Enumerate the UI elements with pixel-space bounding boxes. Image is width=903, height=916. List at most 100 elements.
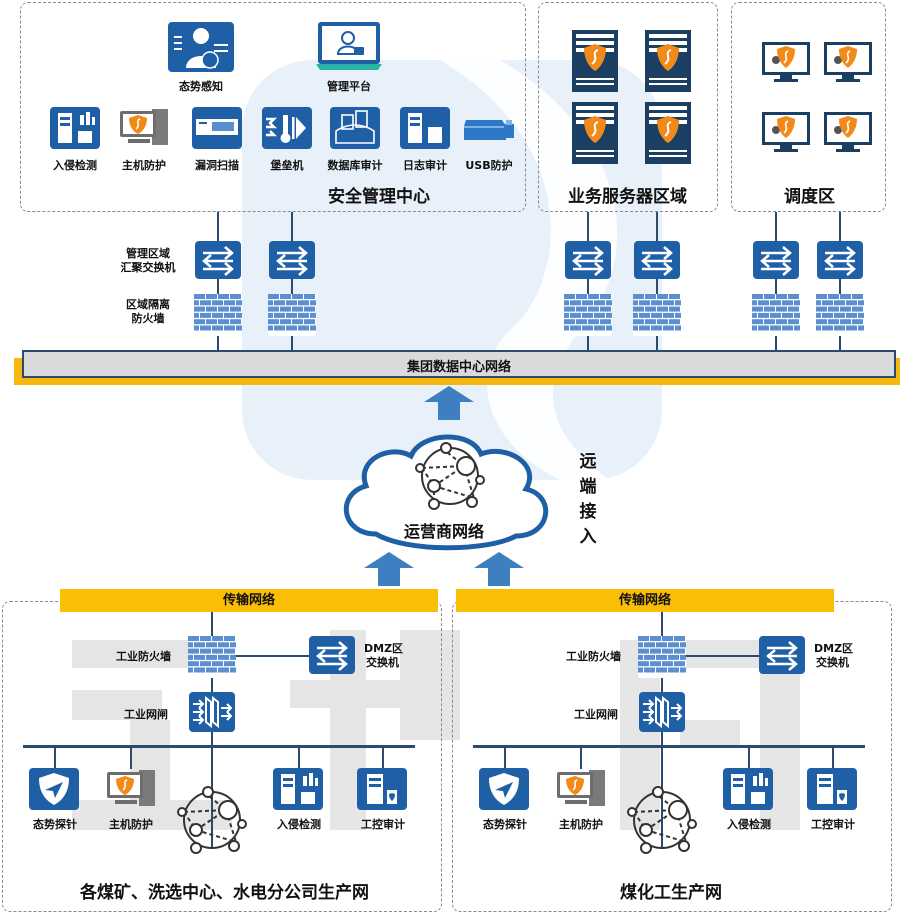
- management-platform-node[interactable]: [316, 22, 382, 72]
- aggregation-switch[interactable]: [753, 241, 799, 283]
- vulnerability-scan-node[interactable]: [192, 107, 242, 149]
- aggregation-switch[interactable]: [195, 241, 241, 283]
- management-platform-icon: [316, 22, 382, 70]
- endpoint-ics-audit[interactable]: [807, 768, 857, 814]
- security-management-zone: [20, 2, 526, 212]
- host-protection-icon: [107, 770, 155, 806]
- business-server-zone: [538, 2, 718, 212]
- network-topology-icon: [627, 786, 697, 854]
- intrusion-detection-icon: [273, 768, 323, 810]
- business-server[interactable]: [572, 102, 618, 168]
- industrial-gateway[interactable]: [639, 692, 685, 736]
- dispatch-workstation[interactable]: [762, 112, 810, 158]
- aggregation-switch[interactable]: [634, 241, 680, 283]
- industrial-firewall[interactable]: [638, 636, 686, 678]
- zone-firewall[interactable]: [816, 294, 864, 336]
- endpoint-situation-probe[interactable]: [29, 768, 79, 814]
- zone-firewall[interactable]: [633, 294, 681, 336]
- production-right-title: 煤化工生产网: [620, 883, 722, 903]
- business-server[interactable]: [645, 102, 691, 168]
- bastion-host-node[interactable]: [262, 107, 312, 149]
- situational-awareness-node[interactable]: [168, 22, 234, 72]
- endpoint-label: 态势探针: [483, 818, 527, 831]
- up-arrow-right: [474, 552, 524, 586]
- database-audit-icon: [330, 107, 380, 149]
- dispatch-workstation[interactable]: [824, 42, 872, 88]
- switch-icon: [309, 636, 355, 674]
- protected-workstation-icon: [762, 112, 810, 152]
- dmz-switch[interactable]: [309, 636, 355, 678]
- intrusion-detection-node[interactable]: [50, 107, 100, 149]
- endpoint-intrusion-detection[interactable]: [723, 768, 773, 814]
- dispatch-workstation[interactable]: [762, 42, 810, 88]
- bastion-host-label: 堡垒机: [270, 159, 304, 172]
- dispatch-workstation[interactable]: [824, 112, 872, 158]
- endpoint-host-protection[interactable]: [105, 768, 157, 814]
- transport-network-bar-left[interactable]: 传输网络: [60, 589, 438, 612]
- endpoint-label: 入侵检测: [727, 818, 771, 831]
- aggregation-switch[interactable]: [817, 241, 863, 283]
- endpoint-host-protection[interactable]: [555, 768, 607, 814]
- endpoint-situation-probe[interactable]: [479, 768, 529, 814]
- database-audit-node[interactable]: [330, 107, 380, 149]
- endpoint-drop: [382, 747, 384, 769]
- dmz-switch-label: DMZ区交换机: [814, 642, 854, 669]
- usb-protection-icon: [464, 120, 514, 140]
- host-protection-label: 主机防护: [122, 159, 166, 172]
- intrusion-detection-label: 入侵检测: [53, 159, 97, 172]
- endpoint-label: 主机防护: [559, 818, 603, 831]
- datacenter-network-bar[interactable]: 集团数据中心网络: [22, 350, 896, 378]
- zone-firewall[interactable]: [564, 294, 612, 336]
- zone-firewall-label: 区域隔离 防火墙: [126, 298, 170, 325]
- production-network-topology[interactable]: [174, 784, 250, 860]
- switch-icon: [565, 241, 611, 279]
- industrial-firewall-label: 工业防火墙: [116, 650, 171, 663]
- host-protection-node[interactable]: [118, 107, 170, 149]
- uplink-line: [775, 212, 777, 352]
- network-gateway-icon: [639, 692, 685, 732]
- endpoint-label: 主机防护: [109, 818, 153, 831]
- endpoint-intrusion-detection[interactable]: [273, 768, 323, 814]
- firewall-icon: [633, 294, 681, 331]
- switch-icon: [195, 241, 241, 279]
- situation-probe-icon: [29, 768, 79, 810]
- usb-protection-node[interactable]: [462, 112, 516, 146]
- aggregation-switch[interactable]: [269, 241, 315, 283]
- vulnerability-scan-label: 漏洞扫描: [195, 159, 239, 172]
- firewall-icon: [194, 294, 242, 331]
- host-protection-icon: [120, 109, 168, 145]
- remote-access-label: 远 端 接 入: [579, 452, 597, 547]
- industrial-gateway-label: 工业网闸: [124, 708, 168, 721]
- transport-network-bar-right[interactable]: 传输网络: [456, 589, 834, 612]
- protected-server-icon: [572, 102, 618, 164]
- industrial-gateway[interactable]: [189, 692, 235, 736]
- production-left-title: 各煤矿、洗选中心、水电分公司生产网: [80, 883, 369, 903]
- security-management-title: 安全管理中心: [328, 187, 430, 207]
- zone-firewall[interactable]: [268, 294, 316, 336]
- dmz-link: [236, 655, 310, 657]
- protected-server-icon: [645, 102, 691, 164]
- carrier-network-label: 运营商网络: [404, 522, 485, 541]
- business-server[interactable]: [645, 30, 691, 96]
- endpoint-label: 工控审计: [361, 818, 405, 831]
- endpoint-label: 工控审计: [811, 818, 855, 831]
- business-server[interactable]: [572, 30, 618, 96]
- aggregation-switch[interactable]: [565, 241, 611, 283]
- zone-firewall[interactable]: [752, 294, 800, 336]
- log-audit-node[interactable]: [400, 107, 450, 149]
- up-arrow-left: [364, 552, 414, 586]
- production-network-topology[interactable]: [624, 784, 700, 860]
- vulnerability-scan-icon: [192, 107, 242, 149]
- industrial-firewall[interactable]: [188, 636, 236, 678]
- carrier-cloud-icon[interactable]: [336, 424, 556, 554]
- production-bus: [23, 745, 415, 748]
- switch-icon: [634, 241, 680, 279]
- zone-firewall[interactable]: [194, 294, 242, 336]
- host-protection-icon: [557, 770, 605, 806]
- situational-awareness-label: 态势感知: [179, 80, 223, 93]
- dmz-switch[interactable]: [759, 636, 805, 678]
- endpoint-ics-audit[interactable]: [357, 768, 407, 814]
- endpoint-drop: [54, 747, 56, 769]
- intrusion-detection-icon: [723, 768, 773, 810]
- dispatch-title: 调度区: [784, 187, 835, 207]
